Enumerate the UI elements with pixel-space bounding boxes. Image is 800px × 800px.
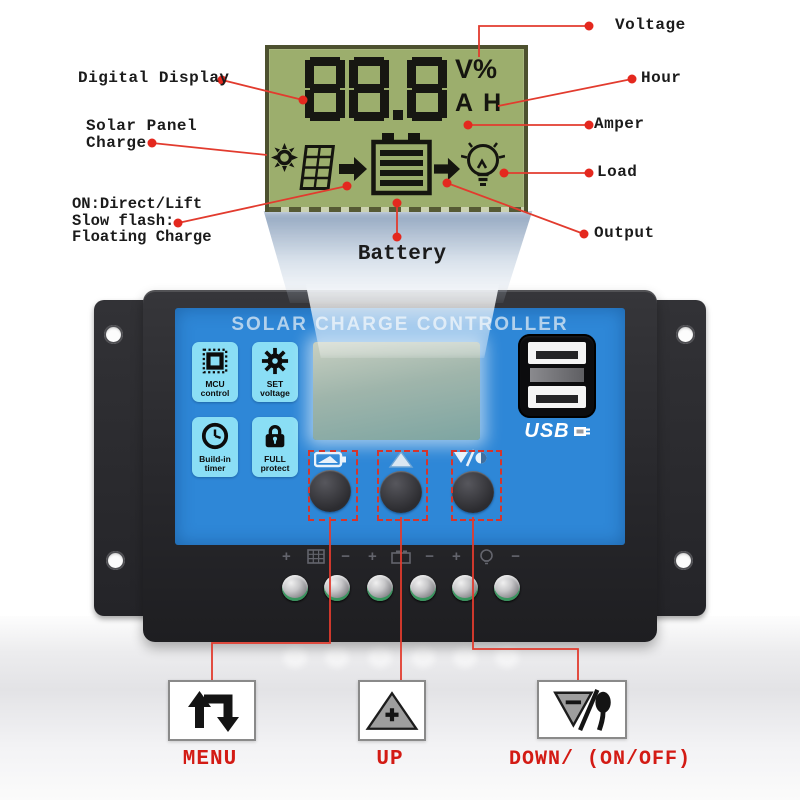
terminal-screw: [324, 575, 350, 601]
label-voltage: Voltage: [615, 16, 686, 34]
usb-port-bottom: [528, 386, 586, 408]
menu-cycle-icon: [188, 690, 239, 732]
label-menu: MENU: [182, 748, 238, 771]
line-menu: [211, 517, 331, 680]
line-solar-panel: [151, 142, 268, 156]
usb-logo: USB: [520, 420, 596, 443]
label-amper: Amper: [594, 115, 645, 133]
mounting-hole: [104, 325, 123, 344]
gear-icon: [261, 347, 289, 375]
usb-logo-text: USB: [524, 420, 570, 442]
label-up: UP: [376, 748, 404, 771]
projection-beam-upper: [263, 211, 533, 303]
plus-sign: +: [368, 548, 377, 565]
up-legend-box: [358, 680, 426, 741]
label-output: Output: [594, 224, 655, 242]
terminal-marking-load: + −: [452, 548, 520, 565]
label-load: Load: [597, 163, 638, 181]
up-button-highlight: [377, 450, 428, 521]
lcd-unit-top: V%: [455, 54, 498, 84]
label-battery: Battery: [357, 243, 447, 266]
usb-ports: [518, 334, 596, 418]
lcd-display: V% A H: [265, 45, 528, 212]
lcd-digit: [407, 57, 447, 121]
screw-reflection: [453, 646, 477, 668]
menu-button-icon: [314, 451, 346, 468]
up-button[interactable]: [380, 471, 422, 513]
plus-sign: +: [282, 548, 291, 565]
solar-panel-icon: [299, 145, 335, 190]
mounting-hole: [676, 325, 695, 344]
bulb-icon: [461, 142, 505, 186]
minus-sign: −: [341, 548, 350, 565]
lcd-digits: [305, 57, 447, 121]
lamp-terminal-icon: [479, 548, 493, 564]
clock-icon: [201, 422, 229, 450]
up-triangle-icon: [365, 690, 419, 730]
label-down-onoff: DOWN/ (ON/OFF): [508, 748, 692, 771]
callout-dots: [147, 21, 637, 242]
line-voltage: [478, 25, 589, 57]
down-legend-box: [537, 680, 627, 739]
down-button-highlight: [451, 450, 502, 521]
lock-icon: [265, 425, 285, 448]
minus-sign: −: [425, 548, 434, 565]
arrow-right-icon: [434, 157, 460, 181]
usb-tongue: [530, 368, 584, 382]
line-digital-display: [221, 79, 304, 101]
line-down: [472, 517, 579, 680]
usb-port-top: [528, 342, 586, 364]
screw-reflection: [368, 646, 392, 668]
usb-pins: [536, 351, 578, 359]
down-onoff-button-icon: [454, 449, 487, 467]
up-button-icon: [388, 451, 414, 468]
mounting-hole: [674, 551, 693, 570]
screw-reflection: [495, 646, 519, 668]
lcd-unit-bottom: A H: [455, 89, 504, 117]
down-onoff-button[interactable]: [452, 471, 494, 513]
line-output: [446, 182, 585, 235]
battery-icon: [371, 133, 432, 196]
usb-plug-icon: [573, 427, 590, 436]
screw-reflection: [283, 646, 307, 668]
screw-reflection: [325, 646, 349, 668]
menu-button[interactable]: [309, 470, 351, 512]
solar-panel-terminal-icon: [307, 549, 325, 564]
menu-legend-box: [168, 680, 256, 741]
down-onoff-icon: [553, 688, 611, 731]
terminal-marking-solar: + −: [282, 548, 350, 565]
terminal-screw: [410, 575, 436, 601]
lcd-digit: [349, 57, 389, 121]
screw-reflection: [411, 646, 435, 668]
mounting-hole: [106, 551, 125, 570]
line-on-direct: [177, 185, 348, 224]
menu-button-highlight: [308, 450, 358, 521]
plus-sign: +: [452, 548, 461, 565]
controller-lcd-screen: [313, 342, 480, 440]
terminal-screw: [282, 575, 308, 601]
terminal-screw: [367, 575, 393, 601]
terminal-screw: [494, 575, 520, 601]
minus-sign: −: [511, 548, 520, 565]
line-hour: [497, 78, 633, 107]
lcd-digit: [305, 57, 345, 121]
label-digital-display: Digital Display: [78, 69, 230, 87]
arrow-right-icon: [339, 157, 367, 181]
sun-icon: [271, 143, 298, 172]
chip-icon: [202, 348, 228, 374]
lcd-decimal-point: [393, 110, 403, 120]
label-hour: Hour: [641, 69, 682, 87]
usb-pins: [536, 395, 578, 403]
